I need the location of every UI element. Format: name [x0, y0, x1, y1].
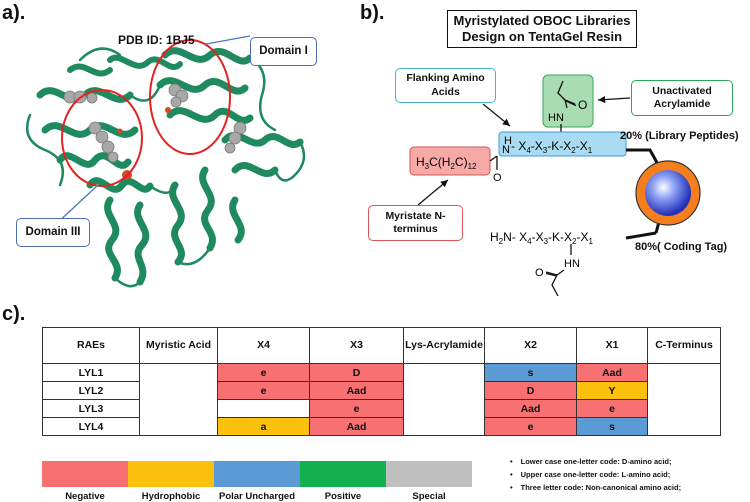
x4-cell	[217, 399, 310, 418]
x1-cell: e	[576, 399, 648, 418]
note-item: Lower case one-letter code: D-amino acid…	[510, 455, 681, 468]
note-item: Upper case one-letter code: L-amino acid…	[510, 468, 681, 481]
header-myristic-acid: Myristic Acid	[139, 327, 218, 364]
domain-1-label: Domain I	[250, 37, 317, 66]
legend-swatch-special	[386, 461, 472, 487]
library-peptides-percent: 20% (Library Peptides)	[620, 130, 739, 142]
table-header-row: RAEs Myristic Acid X4 X3 Lys-Acrylamide …	[42, 327, 721, 364]
c-terminus-cell	[647, 363, 721, 436]
legend-label-special: Special	[412, 491, 446, 502]
svg-text:H3C(H2C)12: H3C(H2C)12	[416, 155, 477, 171]
row-name: LYL3	[42, 399, 140, 418]
myristate-label: Myristate N- terminus	[368, 205, 463, 241]
panel-c-label: c).	[2, 303, 26, 325]
svg-text:H2N- X4-X3-K-X2-X1: H2N- X4-X3-K-X2-X1	[490, 230, 593, 246]
header-x1: X1	[576, 327, 648, 364]
x2-cell: s	[484, 363, 577, 382]
lys-acrylamide-cell	[403, 363, 485, 436]
header-x2: X2	[484, 327, 577, 364]
protein-structure-image	[25, 35, 306, 288]
x3-cell: e	[309, 399, 404, 418]
x4-cell: e	[217, 363, 310, 382]
rae-table: RAEs Myristic Acid X4 X3 Lys-Acrylamide …	[42, 327, 721, 436]
unactivated-line-2: Acrylamide	[653, 98, 711, 110]
svg-text:H: H	[504, 135, 512, 147]
table-row: LYL2 e Aad D Y	[42, 381, 721, 400]
svg-text:O: O	[578, 98, 587, 112]
note-item: Three letter code: Non-canonical amino a…	[510, 481, 681, 494]
table-row: LYL4 a Aad e s	[42, 417, 721, 436]
x4-cell: a	[217, 417, 310, 436]
svg-text:O: O	[535, 267, 544, 279]
coding-tag-percent: 80%( Coding Tag)	[635, 241, 728, 253]
x3-cell: D	[309, 363, 404, 382]
x1-cell: s	[576, 417, 648, 436]
legend-label-polar-uncharged: Polar Uncharged	[218, 491, 296, 502]
library-design-title: Myristylated OBOC Libraries Design on Te…	[447, 10, 637, 48]
title-line-2: Design on TentaGel Resin	[461, 29, 623, 44]
svg-text:HN: HN	[548, 112, 564, 124]
myristic-acid-cell	[139, 363, 218, 436]
panel-a-label: a).	[2, 2, 26, 24]
header-lys-acrylamide: Lys-Acrylamide	[403, 327, 485, 364]
legend-label-negative: Negative	[65, 491, 105, 502]
x2-cell: Aad	[484, 399, 577, 418]
table-row: LYL1 e D s Aad	[42, 363, 721, 436]
x2-cell: D	[484, 381, 577, 400]
myristate-line-1: Myristate N-	[385, 209, 446, 222]
legend-label-hydrophobic: Hydrophobic	[141, 491, 201, 502]
row-name: LYL2	[42, 381, 140, 400]
pdb-id-label: PDB ID: 1BJ5	[118, 33, 195, 47]
unactivated-acrylamide-label: Unactivated Acrylamide	[631, 80, 733, 116]
legend-swatch-negative	[42, 461, 128, 487]
header-raes: RAEs	[42, 327, 140, 364]
legend-label-positive: Positive	[324, 491, 362, 502]
table-row: LYL3 e Aad e	[42, 399, 721, 418]
header-x4: X4	[217, 327, 310, 364]
row-name: LYL4	[42, 417, 140, 436]
flanking-amino-acids-label: Flanking Amino Acids	[395, 68, 496, 103]
myristate-line-2: terminus	[393, 223, 438, 235]
x2-cell: e	[484, 417, 577, 436]
notation-notes: Lower case one-letter code: D-amino acid…	[510, 455, 681, 494]
header-x3: X3	[309, 327, 404, 364]
title-line-1: Myristylated OBOC Libraries	[453, 12, 631, 28]
x1-cell: Y	[576, 381, 648, 400]
legend-swatch-hydrophobic	[128, 461, 214, 487]
x1-cell: Aad	[576, 363, 648, 382]
panel-b-label: b).	[360, 2, 385, 24]
svg-text:O: O	[493, 172, 502, 184]
row-name: LYL1	[42, 363, 140, 382]
x4-cell: e	[217, 381, 310, 400]
header-c-terminus: C-Terminus	[647, 327, 721, 364]
flanking-line-1: Flanking Amino	[406, 72, 485, 85]
molecule-diagram: O HN H N - X4-X3-K-X2-X1 H3C(H2C)12 O H2…	[409, 74, 701, 297]
x3-cell: Aad	[309, 417, 404, 436]
legend-swatch-positive	[300, 461, 386, 487]
svg-text:N: N	[502, 144, 510, 156]
x3-cell: Aad	[309, 381, 404, 400]
domain-3-label: Domain III	[16, 218, 90, 247]
unactivated-line-1: Unactivated	[652, 84, 712, 97]
svg-text:- X4-X3-K-X2-X1: - X4-X3-K-X2-X1	[511, 139, 593, 155]
legend-swatch-polar-uncharged	[214, 461, 300, 487]
flanking-line-2: Acids	[431, 85, 460, 98]
svg-text:HN: HN	[564, 258, 580, 270]
